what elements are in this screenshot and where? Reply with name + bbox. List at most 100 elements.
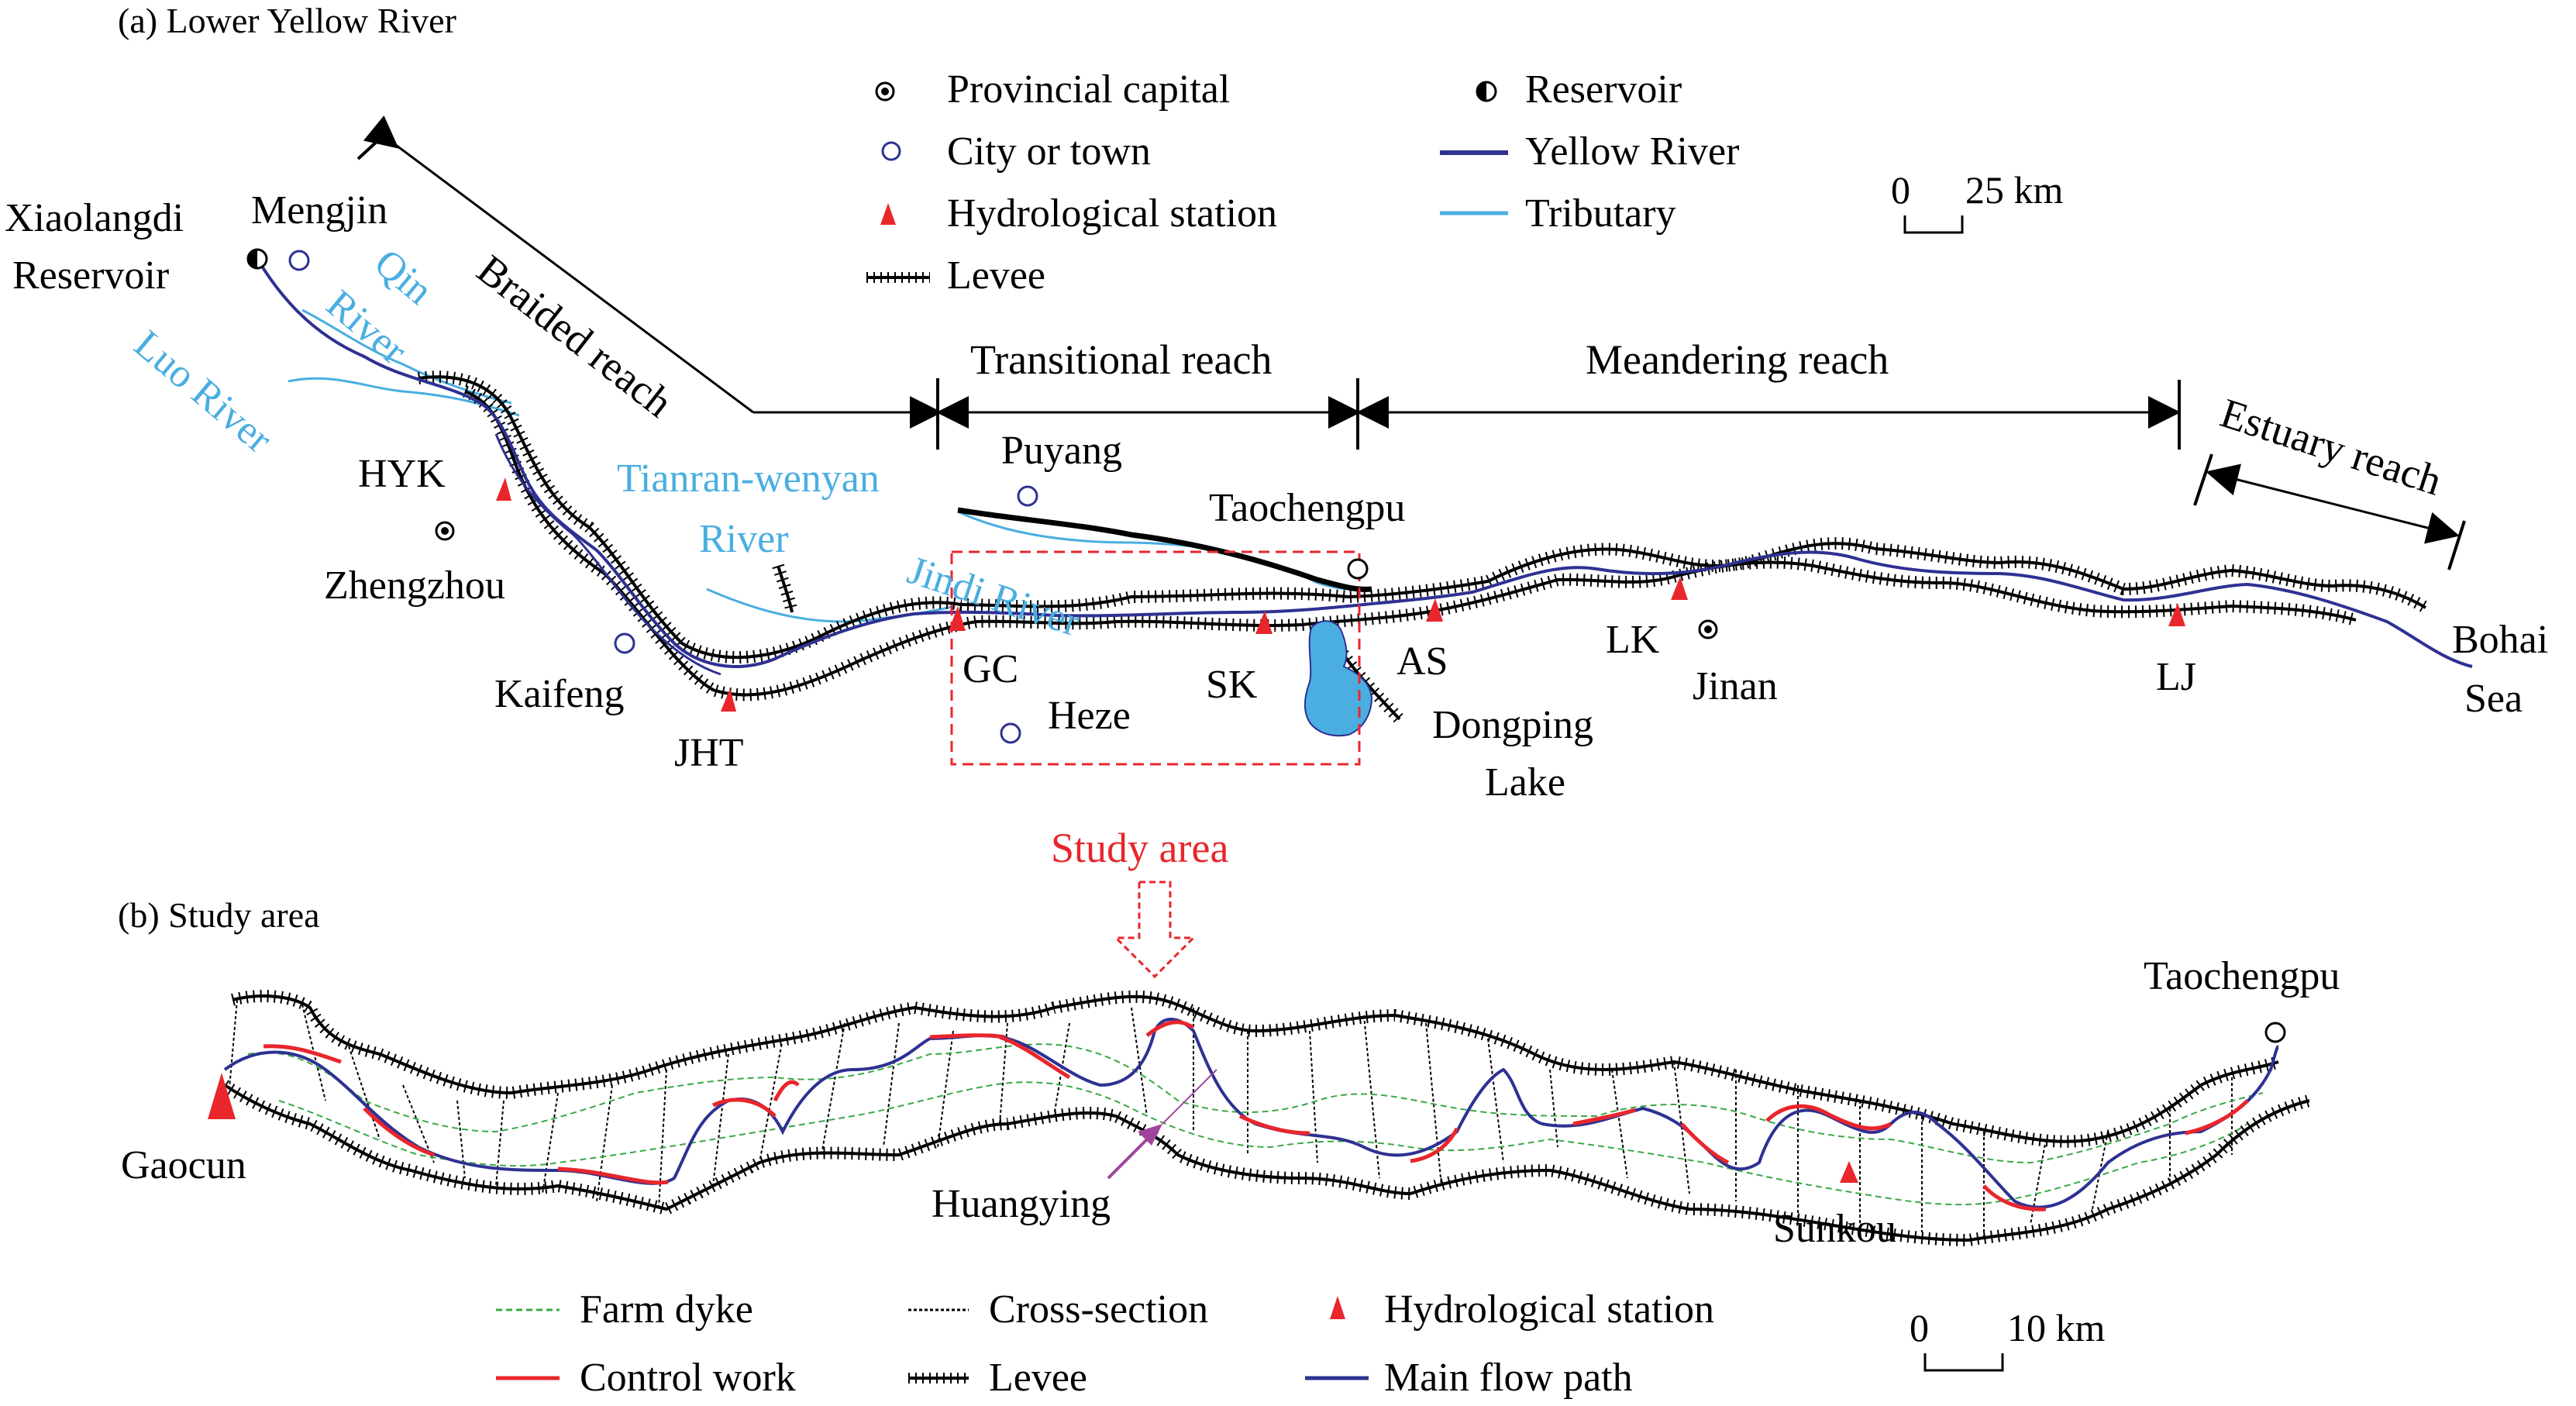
- study-area-arrow: [1113, 880, 1197, 979]
- legend-yellow-river: Yellow River: [1440, 129, 1739, 174]
- label-as: AS: [1396, 639, 1448, 684]
- legend-label: Levee: [947, 253, 1045, 298]
- panel-a-title: (a) Lower Yellow River: [118, 1, 456, 40]
- label-sunkou: Sunkou: [1773, 1207, 1896, 1251]
- legend-b: Farm dyke Control work Cross-section Lev…: [496, 1287, 1714, 1400]
- label-huangying: Huangying: [932, 1182, 1111, 1226]
- label-gaocun: Gaocun: [121, 1143, 246, 1187]
- label-puyang: Puyang: [1001, 429, 1122, 473]
- panel-b-title: (b) Study area: [118, 895, 320, 935]
- provincial-capital-icon: [875, 81, 895, 102]
- labels-a: Xiaolangdi Reservoir Mengjin Qin River L…: [5, 188, 2548, 805]
- gaocun-station-icon: [208, 1073, 236, 1119]
- legend-a: Provincial capital City or town Hydrolog…: [866, 67, 1739, 298]
- legend-control-work: Control work: [496, 1356, 796, 1400]
- legend-label: City or town: [947, 129, 1151, 174]
- reach-markers: Braided reach Transitional reach Meander…: [356, 115, 2466, 570]
- levee-south-b: [223, 1084, 2310, 1242]
- label-xiaolangdi: Xiaolangdi: [5, 196, 184, 240]
- taochengpu-icon: [1347, 558, 1369, 580]
- station-icon: [1330, 1296, 1345, 1319]
- qin-river: [301, 308, 512, 405]
- legend-city: City or town: [881, 129, 1151, 174]
- tianran-levee: [777, 565, 794, 613]
- kaifeng-icon: [614, 632, 635, 654]
- jht-station-icon: [721, 688, 736, 712]
- yellow-river: [256, 257, 2473, 668]
- legend-cross-section: Cross-section: [908, 1287, 1208, 1332]
- yellow-river-braid: [494, 433, 721, 676]
- label-jht: JHT: [674, 731, 744, 775]
- legend-provincial-capital: Provincial capital: [875, 67, 1230, 112]
- label-lj: LJ: [2156, 655, 2196, 699]
- legend-label: Provincial capital: [947, 67, 1230, 112]
- legend-levee: Levee: [866, 253, 1045, 298]
- scale-value-b: 10 km: [2007, 1306, 2106, 1349]
- heze-icon: [1000, 722, 1021, 744]
- stations-b: [208, 1073, 1858, 1183]
- sk-station-icon: [1255, 611, 1273, 634]
- legend-label: Main flow path: [1384, 1356, 1633, 1400]
- huangying-arrow: [1107, 1069, 1217, 1180]
- legend-label: Cross-section: [989, 1287, 1208, 1332]
- levee-north-b: [232, 994, 2279, 1143]
- zhengzhou-icon: [435, 521, 455, 541]
- label-kaifeng: Kaifeng: [494, 672, 624, 716]
- label-luo: Luo River: [126, 322, 280, 462]
- label-lk: LK: [1606, 618, 1660, 662]
- legend-station: Hydrological station: [880, 191, 1277, 236]
- label-sea: Sea: [2464, 677, 2523, 721]
- city-icon: [881, 141, 901, 161]
- provincial-capitals: [435, 521, 1718, 639]
- legend-levee-b: Levee: [908, 1356, 1087, 1400]
- label-heze: Heze: [1048, 694, 1131, 738]
- legend-label: Control work: [580, 1356, 796, 1400]
- puyang-icon: [1017, 485, 1038, 507]
- reach-meandering: Meandering reach: [1586, 336, 1889, 383]
- label-mengjin: Mengjin: [251, 188, 387, 233]
- scale-value: 25 km: [1965, 168, 2064, 212]
- levees-a: [417, 370, 2430, 724]
- sunkou-station-icon: [1840, 1161, 1858, 1183]
- legend-label: Farm dyke: [580, 1287, 753, 1332]
- levees-b: [221, 990, 2311, 1247]
- jinan-icon: [1698, 619, 1718, 639]
- as-station-icon: [1426, 598, 1443, 622]
- legend-reservoir: Reservoir: [1476, 67, 1682, 112]
- label-hyk: HYK: [358, 452, 446, 496]
- taochengpu-b-icon: [2264, 1022, 2286, 1043]
- legend-label: Tributary: [1525, 191, 1676, 236]
- mengjin-icon: [288, 250, 310, 271]
- label-jindi: Jindi River: [902, 548, 1085, 645]
- scale-bar-b: 0 10 km: [1910, 1306, 2106, 1372]
- station-icon: [880, 203, 896, 225]
- labels-b: Gaocun Huangying Sunkou Taochengpu: [121, 954, 2340, 1251]
- legend-farm-dyke: Farm dyke: [496, 1287, 753, 1332]
- legend-tributary: Tributary: [1440, 191, 1676, 236]
- scale-zero: 0: [1891, 168, 1910, 212]
- hyk-station-icon: [496, 477, 511, 501]
- reach-estuary: Estuary reach: [2215, 389, 2447, 504]
- legend-main-flow: Main flow path: [1305, 1356, 1633, 1400]
- scale-zero-b: 0: [1910, 1306, 1929, 1349]
- label-taochengpu: Taochengpu: [1209, 486, 1405, 530]
- legend-label: Hydrological station: [947, 191, 1277, 236]
- label-lake: Lake: [1485, 760, 1565, 805]
- label-dongping: Dongping: [1432, 703, 1593, 747]
- farm-dykes: [247, 1043, 2264, 1206]
- label-bohai: Bohai: [2452, 618, 2548, 662]
- legend-station-b: Hydrological station: [1330, 1287, 1714, 1332]
- dongping-lake: [1304, 620, 1373, 737]
- legend-label: Hydrological station: [1384, 1287, 1714, 1332]
- label-gc: GC: [963, 647, 1018, 691]
- gc-station-icon: [949, 606, 966, 631]
- lj-station-icon: [2168, 603, 2185, 626]
- xiaolangdi-reservoir-icon: [246, 248, 268, 270]
- label-jinan: Jinan: [1693, 664, 1778, 708]
- label-qin: Qin: [366, 241, 440, 314]
- cities: [288, 250, 1038, 744]
- study-area-box: [950, 550, 1361, 766]
- label-reservoir: Reservoir: [12, 253, 169, 298]
- legend-label: Reservoir: [1525, 67, 1682, 112]
